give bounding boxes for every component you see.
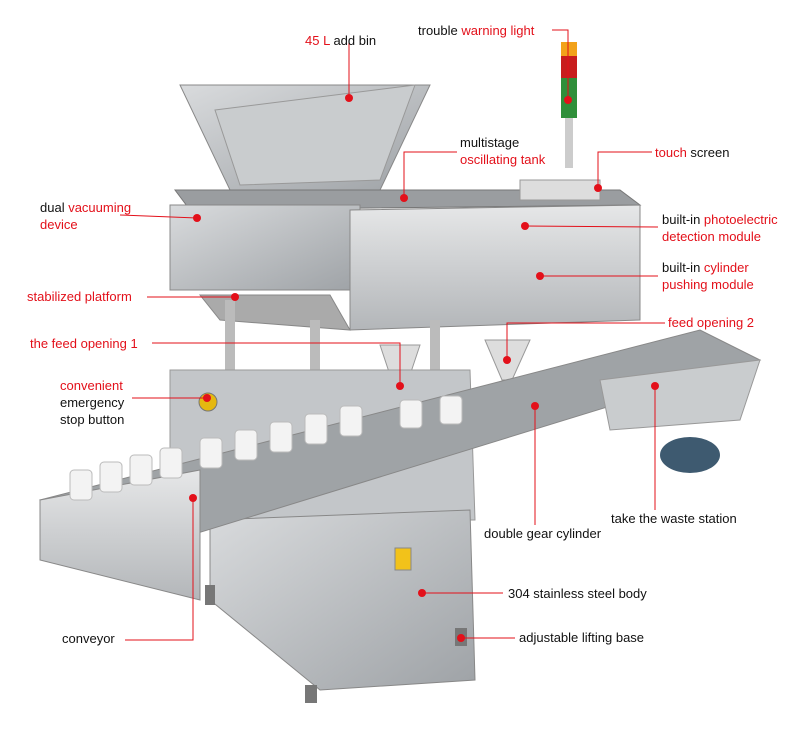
bottles — [69, 395, 463, 501]
label-gear-cylinder: double gear cylinder — [484, 526, 602, 541]
label-steel-body: 304 stainless steel body — [508, 586, 647, 601]
platform — [198, 294, 351, 331]
label-lifting-base: adjustable lifting base — [519, 630, 645, 645]
label-feed-opening-2: feed opening 2 — [668, 315, 755, 330]
label-add-bin: 45 L add bin — [305, 33, 377, 48]
touch-screen-housing — [519, 179, 601, 201]
label-conveyor: conveyor — [62, 631, 115, 646]
emergency-stop-button — [198, 392, 218, 412]
label-feed-opening-1: the feed opening 1 — [30, 336, 138, 351]
motor — [660, 437, 720, 473]
warning-light — [561, 42, 577, 168]
waste-station — [599, 359, 761, 431]
label-stabilized-platform: stabilized platform — [27, 289, 132, 304]
detection-module-box — [349, 204, 641, 331]
label-waste-station: take the waste station — [611, 511, 737, 526]
label-warning-light: trouble warning light — [418, 23, 535, 38]
label-touch-screen: touch screen — [655, 145, 730, 160]
